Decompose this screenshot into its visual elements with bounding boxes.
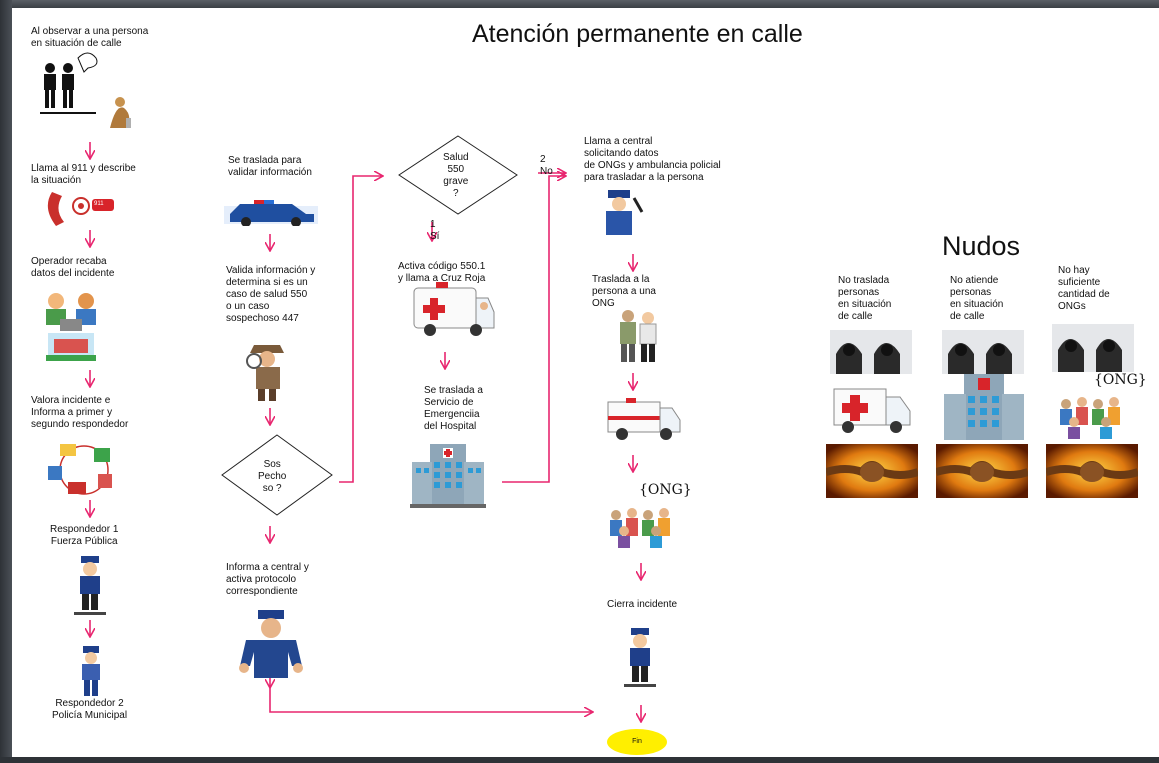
police-officer-1-icon [74, 556, 106, 615]
escort-person-icon [620, 310, 657, 362]
police-car-icon [224, 200, 318, 226]
arrow-hospital-to-central [502, 176, 565, 483]
operator-icon [46, 293, 96, 361]
nudo-2-hooded-people-icon [942, 330, 1024, 374]
nudo-3-ong-group-icon [1060, 397, 1120, 439]
police-radio-officer-icon [606, 190, 644, 235]
nudo-3-ong-label: {ONG} [1094, 372, 1147, 388]
police-officer-close-icon [624, 628, 656, 687]
nudo-3-rope-knot-icon [1046, 444, 1138, 498]
nudo-1-hooded-people-icon [830, 330, 912, 374]
slide-canvas: Atención permanente en calle [12, 8, 1159, 757]
arrow-sos-to-salud [339, 176, 382, 483]
badge-911-label: 911 [94, 201, 104, 207]
people-observing-icon [40, 52, 131, 128]
big-police-officer-icon [239, 610, 303, 678]
flow-arrows [12, 135, 667, 755]
step-operator-data: Operador recaba datos del incidente [31, 256, 115, 279]
step-call-911: Llama al 911 y describe la situación [31, 163, 136, 186]
responders-network-icon [48, 444, 112, 495]
ong-logo-label: {ONG} [639, 482, 692, 498]
nudo-item-1: No traslada personas en situación de cal… [838, 275, 892, 322]
decision-diamond-sospechoso [221, 434, 333, 516]
ambulance-cruz-roja-icon [413, 282, 495, 336]
step-close-incident: Cierra incidente [607, 599, 678, 610]
step-activate-code: Activa código 550.1 y llama a Cruz Roja [398, 261, 486, 284]
end-terminal [607, 729, 667, 755]
nudo-1-ambulance-icon [833, 388, 911, 433]
step-responder-2: Respondedor 2 Policía Municipal [52, 698, 128, 721]
decision-diamond-salud [398, 135, 518, 215]
end-terminal-label: Fin [632, 738, 642, 745]
nudo-item-2: No atiende personas en situación de call… [950, 275, 1004, 322]
nudo-1-rope-knot-icon [826, 444, 918, 498]
nudo-2-hospital-icon [944, 374, 1024, 440]
step-validate-info: Valida información y determina si es un … [226, 265, 316, 324]
window-edge-top [0, 0, 1159, 8]
nudo-3-hooded-people-icon [1052, 324, 1134, 372]
nudo-2-rope-knot-icon [936, 444, 1028, 498]
decision-yes-label: 1 Sí [430, 219, 440, 242]
police-officer-2-icon [82, 646, 100, 696]
window-edge-bottom [0, 757, 1159, 763]
ambulance-icon [607, 398, 681, 440]
nudos-title: Nudos [942, 231, 1021, 261]
step-observe-person: Al observar a una persona en situación d… [31, 26, 149, 49]
step-responder-1: Respondedor 1 Fuerza Pública [50, 524, 119, 547]
arrow-protocolo-to-fin [269, 688, 592, 712]
step-inform-central: Informa a central y activa protocolo cor… [226, 562, 309, 597]
step-travel-validate: Se traslada para validar información [228, 155, 312, 178]
step-assess-incident: Valora incidente e Informa a primer y se… [31, 395, 129, 430]
step-go-hospital: Se traslada a Servicio de Emergenciia de… [424, 385, 483, 432]
nudo-item-3: No hay suficiente cantidad de ONGs [1058, 265, 1110, 312]
hospital-building-icon [410, 444, 486, 508]
decision-salud-label: Salud 550 grave ? [443, 152, 469, 199]
decision-sospechoso-label: Sos Pecho so ? [258, 459, 287, 494]
decision-no-label: 2 No [540, 154, 553, 177]
window-edge-left [0, 0, 12, 763]
slide-title: Atención permanente en calle [472, 20, 803, 48]
ong-group-icon [610, 508, 670, 548]
phone-911-icon [47, 192, 114, 226]
step-transfer-ong: Traslada a la persona a una ONG [592, 274, 656, 309]
step-call-central-ngos: Llama a central solicitando datos de ONG… [584, 136, 721, 183]
detective-icon [246, 345, 284, 401]
